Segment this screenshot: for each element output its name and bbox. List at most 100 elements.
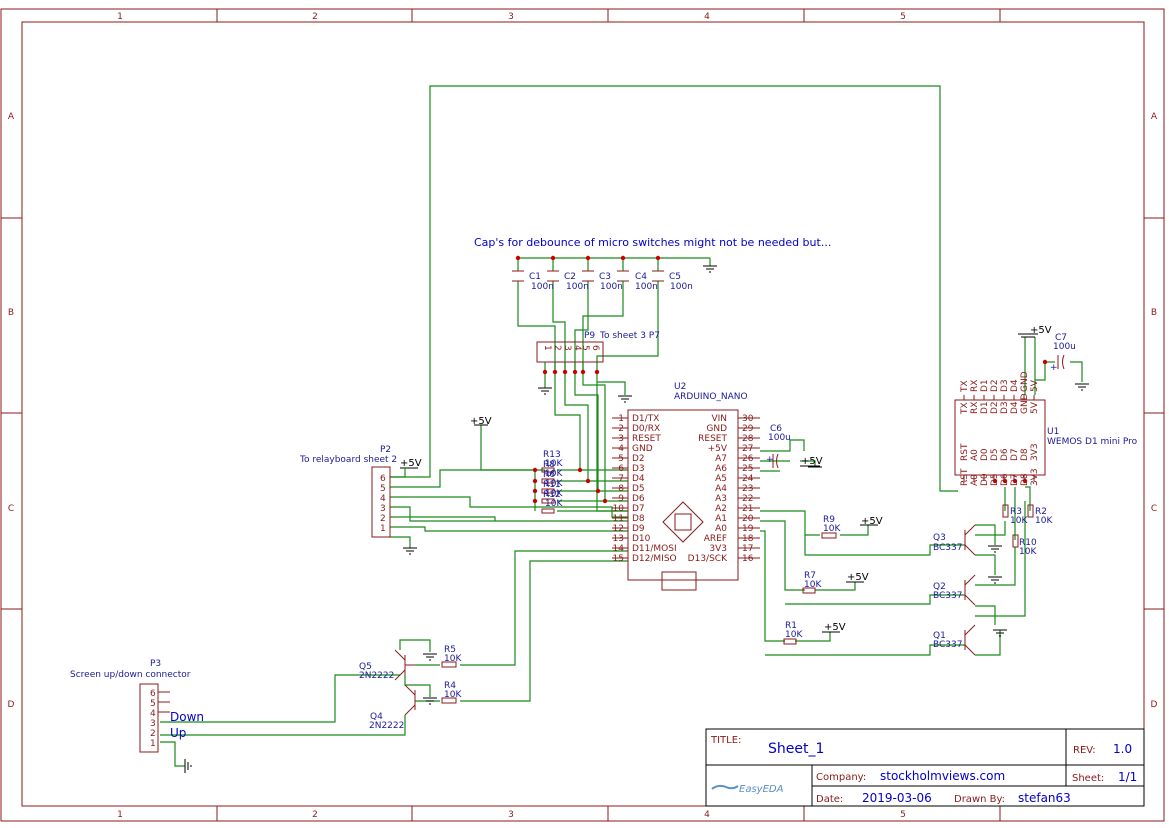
c7-value: 100u bbox=[1053, 342, 1076, 352]
connector-p3[interactable]: P3 Screen up/down connector 6 5 4 3 2 1 … bbox=[70, 659, 204, 753]
resistor-r1[interactable]: R1 10K bbox=[783, 621, 803, 645]
nano-pin-name: A4 bbox=[715, 484, 727, 494]
nano-pin-name: A7 bbox=[715, 454, 727, 464]
nano-pin-num: 20 bbox=[742, 514, 754, 524]
connector-p2[interactable]: P2 To relayboard sheet 2 6 5 4 3 2 1 bbox=[299, 445, 397, 538]
wemos-top-pin-inner: 5V bbox=[1030, 401, 1040, 414]
p9-ref: P9 bbox=[584, 331, 595, 341]
vcc-label-1: +5V bbox=[470, 416, 492, 427]
wemos-bottom-pin-inner: D6 bbox=[1000, 448, 1010, 461]
cap-c1[interactable]: C1 100n bbox=[512, 270, 554, 292]
wemos-bottom-pin-outer: RST bbox=[960, 468, 970, 486]
nano-pin-num: 27 bbox=[742, 444, 753, 454]
tb-sheet: 1/1 bbox=[1118, 770, 1137, 784]
zone-col-5-bottom: 5 bbox=[900, 810, 906, 820]
nano-pin-num: 1 bbox=[618, 414, 624, 424]
zone-col-4-top: 4 bbox=[704, 12, 710, 22]
zone-col-1-top: 1 bbox=[117, 12, 123, 22]
wemos-top-pin-outer: D4 bbox=[1010, 379, 1020, 392]
zone-row-a-right: A bbox=[1151, 112, 1158, 122]
zone-row-d-right: D bbox=[1151, 700, 1158, 710]
nano-pin-name: D8 bbox=[632, 514, 645, 524]
zone-row-b-right: B bbox=[1151, 308, 1157, 318]
cap-c2[interactable]: C2 100n bbox=[547, 270, 589, 292]
nano-pin-name: +5V bbox=[708, 444, 728, 454]
p2-pin-5: 5 bbox=[380, 484, 386, 494]
nano-pin-num: 22 bbox=[742, 494, 753, 504]
wemos-bottom-pin-inner: D5 bbox=[990, 448, 1000, 461]
ground-symbols bbox=[184, 265, 1089, 773]
r7-ref: R7 bbox=[804, 571, 816, 581]
q4-part: 2N2222 bbox=[369, 721, 404, 731]
q3-ref: Q3 bbox=[933, 533, 946, 543]
nano-pin-num: 14 bbox=[613, 544, 625, 554]
zone-col-2-bottom: 2 bbox=[312, 810, 318, 820]
resistor-stack[interactable]: R13 R8 R6 R11 R12 10K 10K 10K 10K 10K bbox=[541, 450, 563, 514]
nano-pin-num: 13 bbox=[613, 534, 624, 544]
connector-p9[interactable]: P9 To sheet 3 P7 1 2 3 4 5 6 bbox=[536, 331, 660, 363]
p9-pin-1: 1 bbox=[542, 345, 552, 351]
q5-part: 2N2222 bbox=[359, 671, 394, 681]
resistor-r3[interactable]: R3 10K bbox=[1002, 504, 1028, 526]
cap-c1-ref: C1 bbox=[529, 272, 541, 282]
resistor-r9[interactable]: R9 10K bbox=[821, 515, 841, 539]
r13-ref: R13 bbox=[543, 450, 561, 460]
junctions bbox=[515, 255, 1048, 504]
p2-pin-3: 3 bbox=[380, 504, 386, 514]
vcc-label-3: +5V bbox=[801, 456, 823, 467]
cap-c4[interactable]: C4 100n bbox=[617, 270, 658, 292]
tb-company: stockholmviews.com bbox=[880, 769, 1005, 783]
title-block: TITLE: Sheet_1 REV: 1.0 Company: stockho… bbox=[705, 728, 1145, 807]
transistor-q5[interactable]: Q5 2N2222 bbox=[359, 649, 415, 681]
wemos-top-pin-outer: GND bbox=[1020, 371, 1030, 392]
c6-ref: C6 bbox=[770, 424, 782, 434]
zone-col-2-top: 2 bbox=[312, 12, 318, 22]
easyeda-logo: EasyEDA bbox=[711, 784, 784, 795]
resistor-r7[interactable]: R7 10K bbox=[802, 571, 822, 594]
transistor-q3[interactable]: Q3 BC337 bbox=[933, 524, 976, 556]
tb-drawn: stefan63 bbox=[1018, 791, 1071, 805]
q1-part: BC337 bbox=[933, 640, 962, 650]
rstack-value-4: 10K bbox=[545, 489, 563, 499]
r4-value: 10K bbox=[444, 690, 462, 700]
rstack-value-3: 10K bbox=[545, 479, 563, 489]
wemos-top-pin-inner: D4 bbox=[1010, 401, 1020, 414]
resistor-r2[interactable]: R2 10K bbox=[1027, 504, 1053, 526]
nano-pin-name: D9 bbox=[632, 524, 645, 534]
resistor-r4[interactable]: R4 10K bbox=[441, 681, 462, 704]
ic-u1-wemos[interactable]: U1 WEMOS D1 mini Pro TXTXRXRXD1D1D2D2D3D… bbox=[954, 371, 1138, 486]
nano-pin-num: 21 bbox=[742, 504, 753, 514]
tb-sheet-label: Sheet: bbox=[1072, 773, 1104, 784]
wemos-bottom-pin-inner: 3V3 bbox=[1030, 443, 1040, 461]
cap-c3[interactable]: C3 100n bbox=[582, 270, 623, 292]
transistor-q1[interactable]: Q1 BC337 bbox=[933, 624, 976, 656]
transistor-q4[interactable]: Q4 2N2222 bbox=[369, 684, 416, 731]
resistor-r10[interactable]: R10 10K bbox=[1012, 534, 1037, 557]
nano-pin-num: 11 bbox=[613, 514, 624, 524]
cap-c4-value: 100n bbox=[635, 282, 658, 292]
wemos-bottom-pin-outer: D7 bbox=[1010, 473, 1020, 486]
r10-ref: R10 bbox=[1019, 538, 1037, 548]
transistor-q2[interactable]: Q2 BC337 bbox=[933, 574, 976, 606]
cap-c2-value: 100n bbox=[566, 282, 589, 292]
nano-pin-name: D10 bbox=[632, 534, 651, 544]
r5-value: 10K bbox=[444, 654, 462, 664]
cap-c3-ref: C3 bbox=[599, 272, 611, 282]
r3-value: 10K bbox=[1010, 516, 1028, 526]
resistor-r5[interactable]: R5 10K bbox=[441, 645, 462, 668]
wemos-top-pin-outer: 5V bbox=[1030, 379, 1040, 392]
nano-pin-num: 25 bbox=[742, 464, 753, 474]
p2-desc: To relayboard sheet 2 bbox=[299, 455, 397, 465]
cap-c3-value: 100n bbox=[600, 282, 623, 292]
cap-c7[interactable]: C7 100u + bbox=[1050, 333, 1076, 373]
r2-value: 10K bbox=[1035, 516, 1053, 526]
u2-ref: U2 bbox=[674, 382, 686, 392]
cap-c5[interactable]: C5 100n bbox=[652, 270, 693, 292]
q1-ref: Q1 bbox=[933, 631, 946, 641]
nano-pin-name: A5 bbox=[715, 474, 727, 484]
nano-pin-num: 16 bbox=[742, 554, 754, 564]
cap-c6[interactable]: C6 100u + bbox=[766, 424, 791, 469]
zone-col-4-bottom: 4 bbox=[704, 810, 710, 820]
p3-pin-3: 3 bbox=[150, 719, 156, 729]
